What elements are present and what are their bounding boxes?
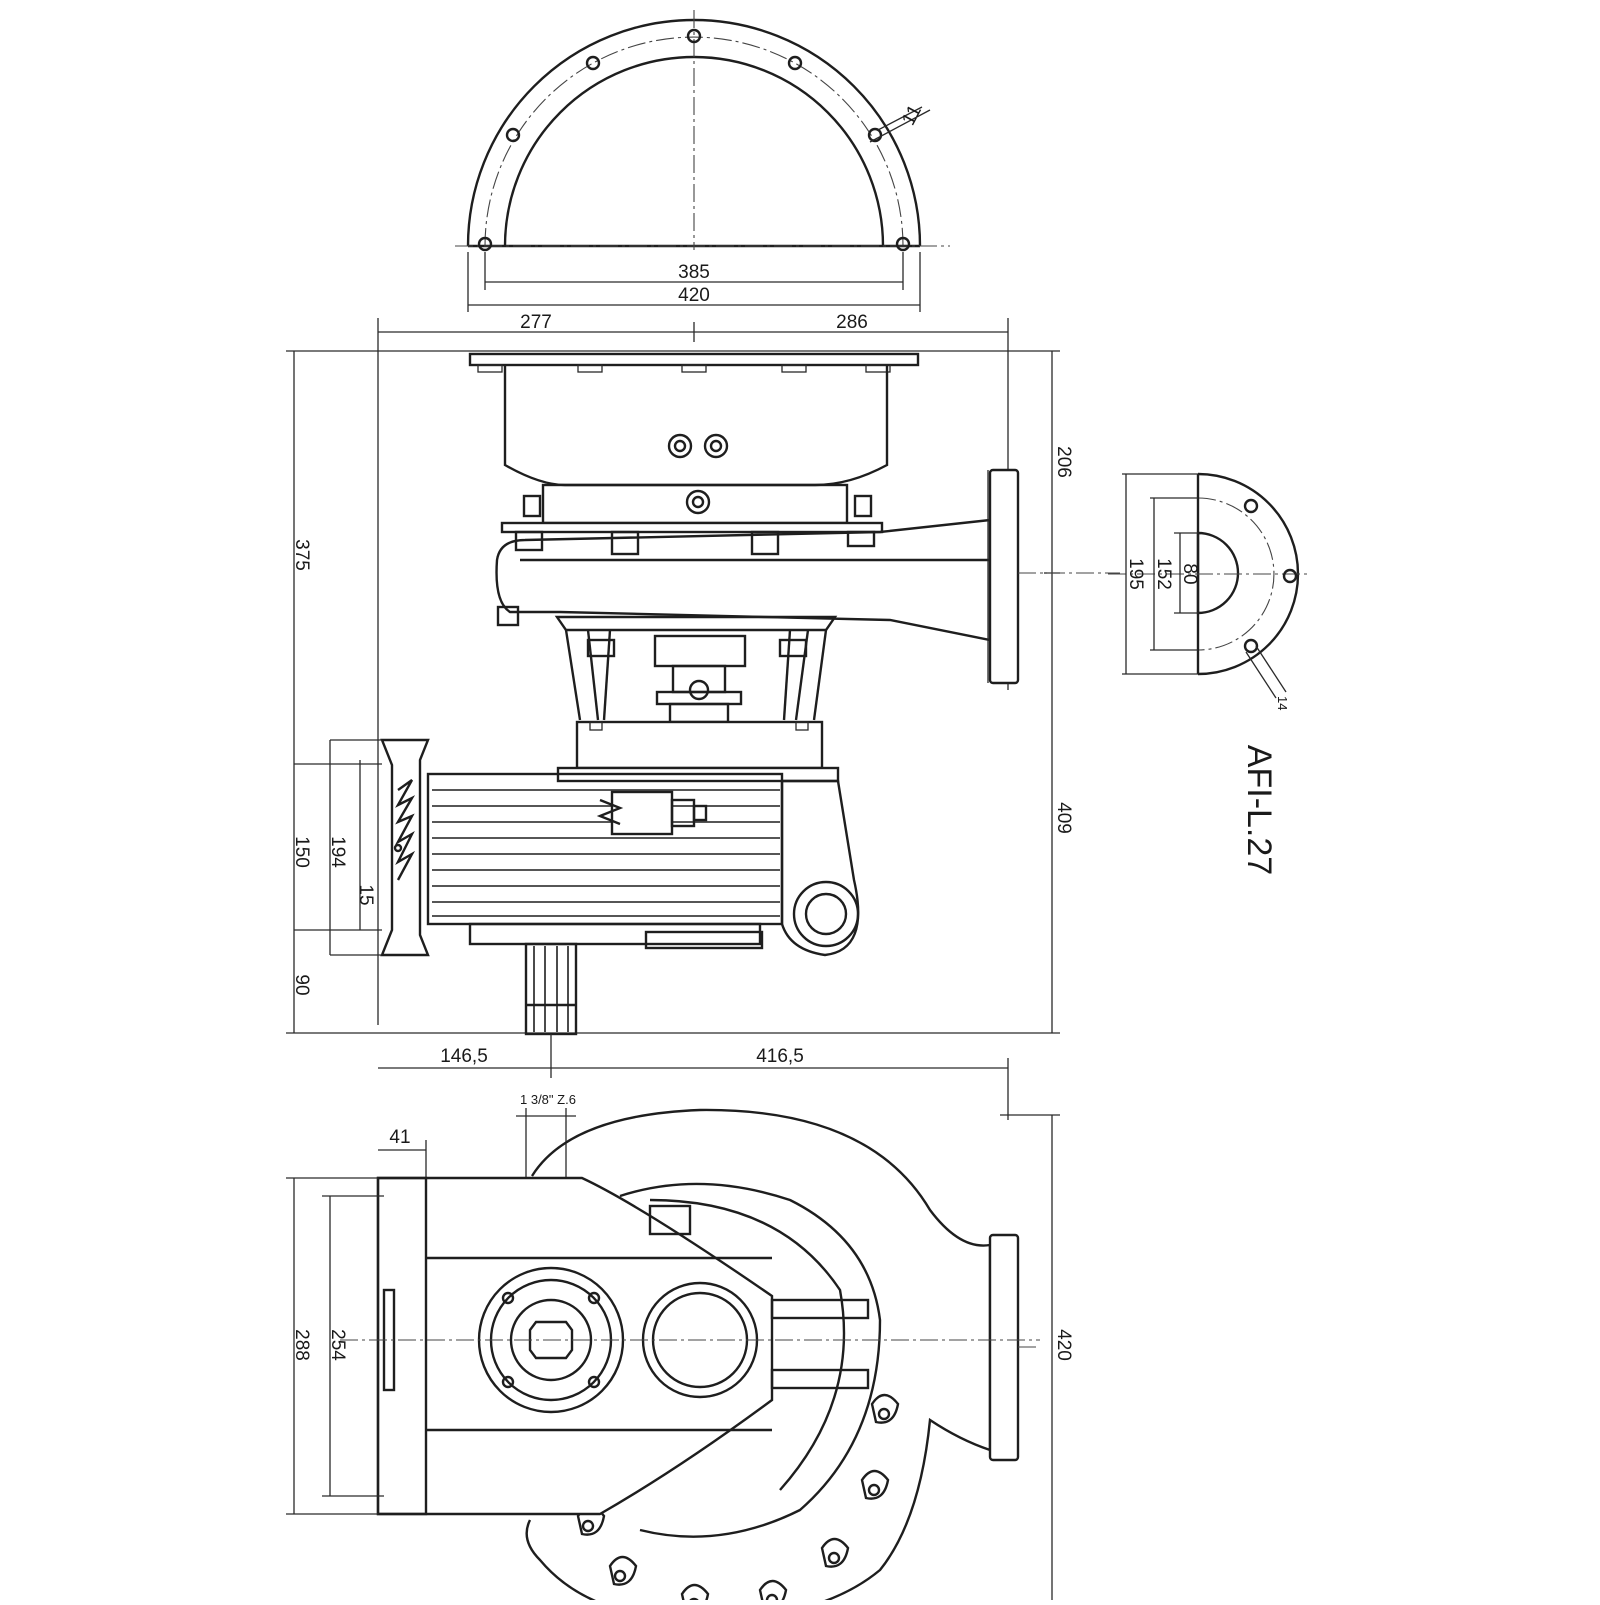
horizontal-offsets-bottom: 146,5 416,5 (378, 1034, 1009, 1120)
dim-outlet-inner: 80 (1179, 563, 1200, 584)
dim-left-offset-top: 277 (520, 312, 552, 333)
dim-plan-total-420: 420 (1053, 1329, 1074, 1361)
dim-right-offset-top: 286 (836, 312, 868, 333)
dim-left-offset-bottom: 146,5 (440, 1046, 488, 1067)
dim-outlet-hole: 14 (1275, 696, 1290, 710)
dim-lower-height-right: 409 (1053, 802, 1074, 834)
model-label: AFI-L.27 (1240, 745, 1278, 875)
dim-plan-height-288: 288 (291, 1329, 312, 1361)
dim-top-flange-outer: 420 (678, 285, 710, 306)
dim-plan-offset: 41 (389, 1127, 410, 1148)
side-elevation: 277 286 375 206 409 (286, 312, 1120, 1036)
dim-outlet-bolt-circle: 152 (1153, 558, 1174, 590)
outlet-flange-detail: 80 152 195 14 (1108, 472, 1310, 710)
dim-top-flange-bolt-circle: 385 (678, 262, 710, 283)
dim-motor-flange-194: 194 (327, 836, 348, 868)
dim-motor-flange-150: 150 (291, 836, 312, 868)
dim-upper-height-right: 206 (1053, 446, 1074, 478)
dim-total-height-left: 375 (291, 539, 312, 571)
bottom-plan-view: 1 3/8" Z.6 41 (286, 1092, 1074, 1605)
dim-shaft-spec: 1 3/8" Z.6 (520, 1092, 576, 1107)
dim-motor-flange-15: 15 (355, 884, 376, 905)
dim-plan-height-254: 254 (327, 1329, 348, 1361)
dim-outlet-outer: 195 (1125, 558, 1146, 590)
dim-right-offset-bottom: 416,5 (756, 1046, 804, 1067)
dim-shaft-height: 90 (291, 974, 312, 995)
motor-cooling-fins (432, 789, 780, 917)
flange-bolt-holes (477, 28, 911, 252)
top-flange-view: 11 385 420 (455, 10, 950, 312)
